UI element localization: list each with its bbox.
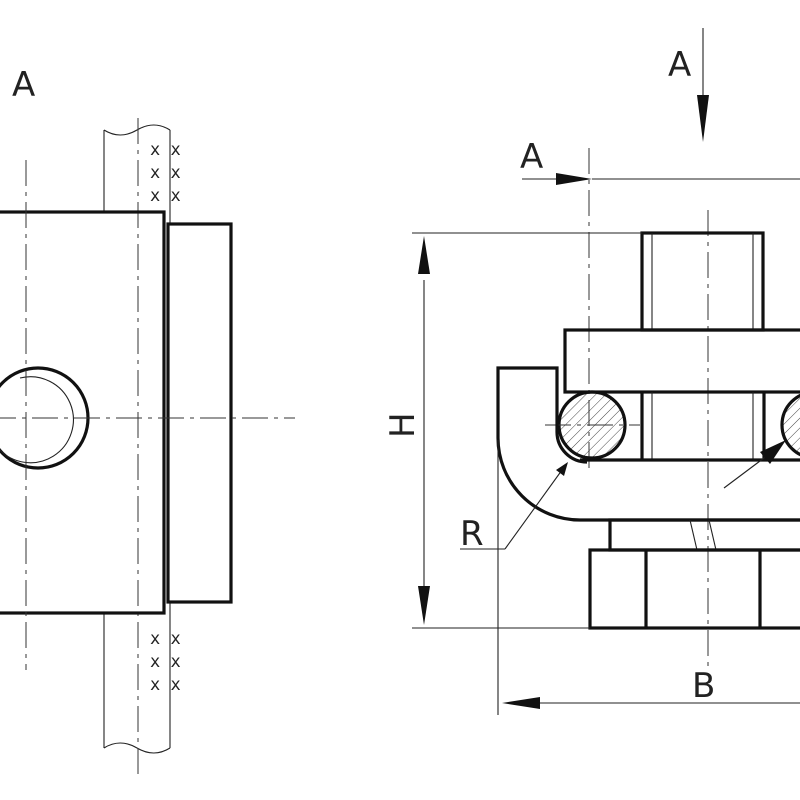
svg-text:x x: x x	[150, 163, 181, 183]
direction-label-side: A	[520, 137, 543, 177]
view-label-left: A	[12, 65, 35, 105]
dimension-height: H	[383, 232, 642, 629]
nut	[588, 548, 800, 630]
rope-marks-top: x x x x x x	[150, 140, 181, 206]
rope-marks-bottom: x x x x x x	[150, 629, 181, 695]
side-plate	[166, 222, 233, 604]
u-clip	[496, 366, 800, 522]
bolt-thread-arc	[0, 376, 74, 464]
rope-strip	[103, 118, 171, 780]
rope-section-right	[780, 392, 800, 458]
radius-leader: R	[460, 462, 568, 554]
svg-text:x x: x x	[150, 140, 181, 160]
svg-text:x x: x x	[150, 675, 181, 695]
direction-arrow-top: A	[668, 28, 709, 142]
dimension-width-label: B	[692, 666, 715, 706]
direction-arrow-side: A	[520, 137, 800, 185]
clamp-plate	[563, 328, 800, 394]
dimension-height-label: H	[383, 412, 423, 438]
radius-label: R	[460, 514, 484, 554]
top-block	[640, 231, 765, 332]
svg-text:x x: x x	[150, 652, 181, 672]
svg-text:x x: x x	[150, 186, 181, 206]
svg-text:x x: x x	[150, 629, 181, 649]
direction-label-top: A	[668, 45, 691, 85]
left-view-a: A x x x x x x x x x x x x	[0, 65, 295, 780]
dimension-width: B	[497, 440, 800, 715]
clamp-body	[0, 210, 166, 615]
nut-neck	[608, 518, 800, 552]
right-view: A A	[383, 28, 800, 715]
